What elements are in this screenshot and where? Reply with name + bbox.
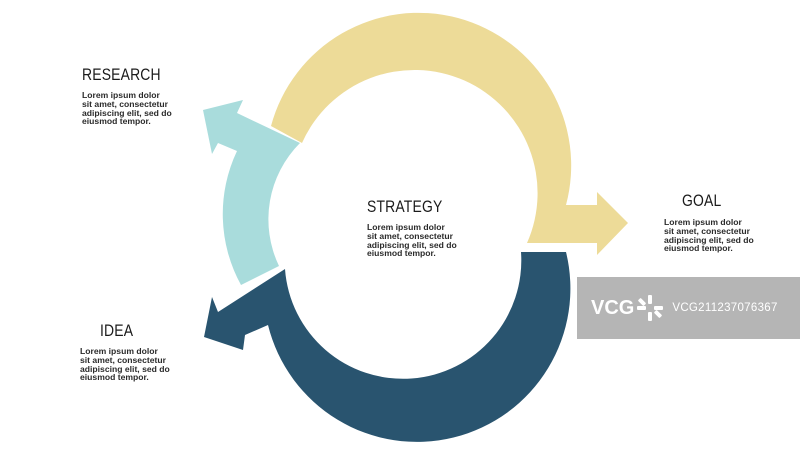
watermark: VCG VCG21123707636​7: [577, 277, 800, 339]
research-title: RESEARCH: [82, 65, 161, 84]
watermark-logo: VCG: [591, 296, 635, 319]
goal-text: Lorem ipsum dolor sit amet, consectetur …: [664, 217, 754, 254]
idea-title: IDEA: [100, 321, 134, 340]
strategy-title: STRATEGY: [367, 197, 443, 216]
goal-arrow-segment: [271, 12, 628, 256]
idea-arrow-segment: [204, 252, 571, 442]
research-arrow-segment: [203, 100, 300, 285]
research-text: Lorem ipsum dolor sit amet, consectetur …: [82, 90, 172, 127]
goal-title: GOAL: [682, 191, 722, 210]
watermark-code: VCG21123707636​7: [672, 302, 778, 314]
idea-text: Lorem ipsum dolor sit amet, consectetur …: [80, 346, 170, 383]
strategy-text: Lorem ipsum dolor sit amet, consectetur …: [367, 222, 457, 259]
watermark-burst-icon: [637, 295, 664, 321]
